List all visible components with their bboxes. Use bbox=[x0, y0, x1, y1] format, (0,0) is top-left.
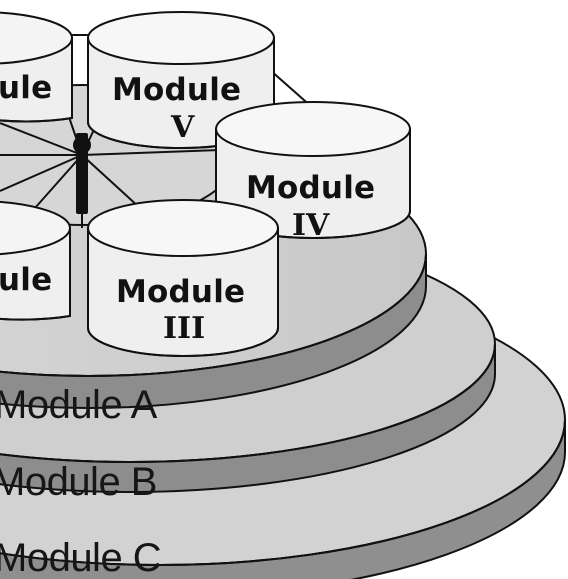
cylinder-module-iv: Module IV bbox=[215, 101, 411, 243]
module-v-numeral: V bbox=[170, 110, 195, 145]
hub-cap bbox=[73, 136, 91, 154]
module-b-label: Module B bbox=[0, 460, 157, 504]
module-c-label: Module C bbox=[0, 536, 161, 579]
module-iv-numeral: IV bbox=[292, 208, 330, 243]
module-iv-title: Module bbox=[246, 170, 375, 206]
lower-left-partial-label: ule bbox=[0, 262, 52, 298]
top-left-partial-label: ule bbox=[0, 70, 52, 106]
module-v-title: Module bbox=[112, 72, 241, 108]
cylinder-lower-left-partial: ule bbox=[0, 200, 71, 321]
module-a-label: Module A bbox=[0, 383, 158, 427]
module-iii-numeral: III bbox=[163, 311, 205, 346]
module-iii-title: Module bbox=[116, 274, 245, 310]
cylinder-module-iii: Module III bbox=[87, 199, 279, 357]
cylinder-top-left-partial: ule bbox=[0, 11, 73, 123]
